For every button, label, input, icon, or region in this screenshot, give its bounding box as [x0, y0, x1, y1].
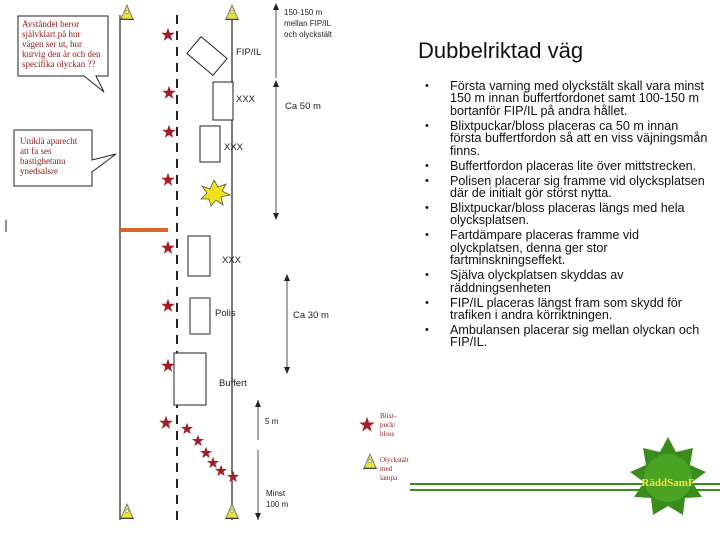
bullet-item: • Fartdämpare placeras framme vid olyckpl… [420, 229, 710, 266]
bullet-text: FIP/IL placeras längst fram som skydd fö… [450, 295, 682, 323]
callout-line: specifika olyckan ?? [22, 59, 96, 69]
bullet-item: • Första varning med olyckstält skall var… [420, 80, 710, 117]
label-dist-top-2: mellan FIP/IL [284, 19, 332, 28]
bullet-text: Buffertfordon placeras lite över mittstr… [450, 158, 697, 173]
label-5m: 5 m [265, 417, 279, 426]
flash-puck-icon [159, 415, 173, 429]
label-minst-2: 100 m [266, 500, 289, 509]
flash-puck-icon [161, 240, 175, 254]
bullet-dot: • [425, 159, 429, 172]
flash-puck-icon [199, 446, 213, 459]
fip-vehicle [186, 35, 228, 77]
flash-puck-icon [214, 464, 228, 477]
bullet-text: Själva olyckplatsen skyddas av räddnings… [450, 268, 624, 295]
callout-left-middle-bubble [13, 129, 117, 187]
label-xxx-1: XXX [236, 94, 256, 105]
callout-line: ynedsalsre [20, 166, 58, 176]
bullet-dot: • [425, 80, 429, 92]
bullet-text: Polisen placerar sig framme vid olyckspl… [450, 173, 705, 201]
bullet-item: • Blixtpuckar/bloss placeras längs med he… [420, 202, 710, 227]
bullet-item: • Själva olyckplatsen skyddas av räddning… [420, 269, 710, 294]
bullet-text: Blixtpuckar/bloss placeras ca 50 m innan… [450, 118, 708, 158]
polis-vehicle [189, 297, 211, 335]
bullet-text: Ambulansen placerar sig mellan olyckan o… [450, 323, 700, 350]
label-ca50: Ca 50 m [285, 101, 321, 112]
xxx-vehicle-2 [199, 125, 221, 163]
bullet-item: • Polisen placerar sig framme vid olycksp… [420, 173, 710, 201]
label-fip: FIP/IL [236, 47, 261, 58]
callout-line: bastighetanu [20, 156, 66, 166]
label-polis: Polis [215, 308, 236, 319]
callout-line: Avståndet beror [22, 19, 80, 29]
label-ca30: Ca 30 m [293, 310, 329, 321]
bullet-text: Fartdämpare placeras framme vid olyckpla… [450, 228, 639, 268]
bullet-dot: • [425, 229, 429, 242]
xxx-vehicle-3 [187, 235, 211, 277]
label-buffert: Buffert [219, 378, 247, 389]
legend-star-line-2: puck/ [380, 421, 396, 429]
bullet-dot: • [425, 174, 429, 187]
legend-star-line-3: bloss [380, 430, 395, 438]
bullet-text: Första varning med olyckstält skall vara… [450, 79, 705, 118]
xxx-vehicle-1 [212, 81, 234, 121]
flash-puck-icon [206, 456, 220, 469]
cone-bottom-right-icon [224, 503, 240, 519]
callout-line: Uniklä aparecht [20, 136, 78, 146]
callout-left-middle-text: Uniklä aparecht att fa ses bastighetanu … [20, 136, 77, 176]
callout-line: självklart på hur [22, 29, 81, 39]
legend-star-icon [359, 416, 375, 432]
cone-top-right-icon [224, 4, 240, 20]
legend-cone-line-3: lampa [380, 474, 398, 482]
flash-puck-icon [180, 422, 194, 435]
flash-puck-icon [226, 470, 240, 483]
label-xxx-2: XXX [224, 142, 244, 153]
logo-text: RäddSamF [641, 477, 694, 489]
legend-cone-icon [362, 453, 378, 469]
bullet-item: • Blixtpuckar/bloss placeras ca 50 m inna… [420, 120, 710, 157]
flash-puck-icon [161, 27, 175, 41]
label-dist-top-3: och olyckstält [284, 30, 333, 39]
legend-cone-line-2: med [380, 465, 393, 473]
callout-line: kurvig den är och den [22, 49, 101, 59]
cone-top-left-icon [119, 4, 135, 20]
slide-title: Dubbelriktad väg [418, 38, 584, 63]
flash-puck-icon [161, 298, 175, 312]
bullet-dot: • [425, 324, 429, 337]
bullet-item: • Ambulansen placerar sig mellan olyckan … [420, 324, 710, 349]
flash-puck-icon [162, 124, 176, 138]
bullet-dot: • [425, 296, 429, 309]
flash-puck-icon [162, 85, 176, 99]
callout-top-left-text: Avståndet beror självklart på hur vägen … [22, 19, 100, 69]
callout-line: att fa ses [20, 146, 52, 156]
callout-line: vägen ser ut, hur [22, 39, 82, 49]
legend-cone-line-1: Olyckstält [380, 456, 409, 464]
legend-star-line-1: Blixt- [380, 412, 397, 420]
label-minst-1: Minst [266, 489, 286, 498]
callout-top-left-bubble [17, 15, 109, 93]
label-xxx-3: XXX [222, 255, 242, 266]
bullet-dot: • [425, 269, 429, 282]
bullet-text: Blixtpuckar/bloss placeras längs med hel… [450, 201, 685, 228]
bullet-dot: • [425, 119, 429, 132]
cone-bottom-left-icon [119, 503, 135, 519]
buffert-vehicle [173, 352, 207, 406]
bullet-list: • Första varning med olyckstält skall var… [420, 80, 710, 351]
raddsamf-logo: RäddSamF [630, 437, 706, 515]
flash-puck-icon [161, 358, 175, 372]
flash-puck-icon [161, 172, 175, 186]
bullet-item: • Buffertfordon placeras lite över mittst… [420, 158, 710, 173]
bullet-item: • FIP/IL placeras längst fram som skydd f… [420, 295, 710, 323]
accident-burst-icon [200, 179, 232, 207]
label-dist-top-1: 150-150 m [284, 8, 323, 17]
flash-puck-icon [191, 434, 205, 447]
bullet-dot: • [425, 202, 429, 215]
